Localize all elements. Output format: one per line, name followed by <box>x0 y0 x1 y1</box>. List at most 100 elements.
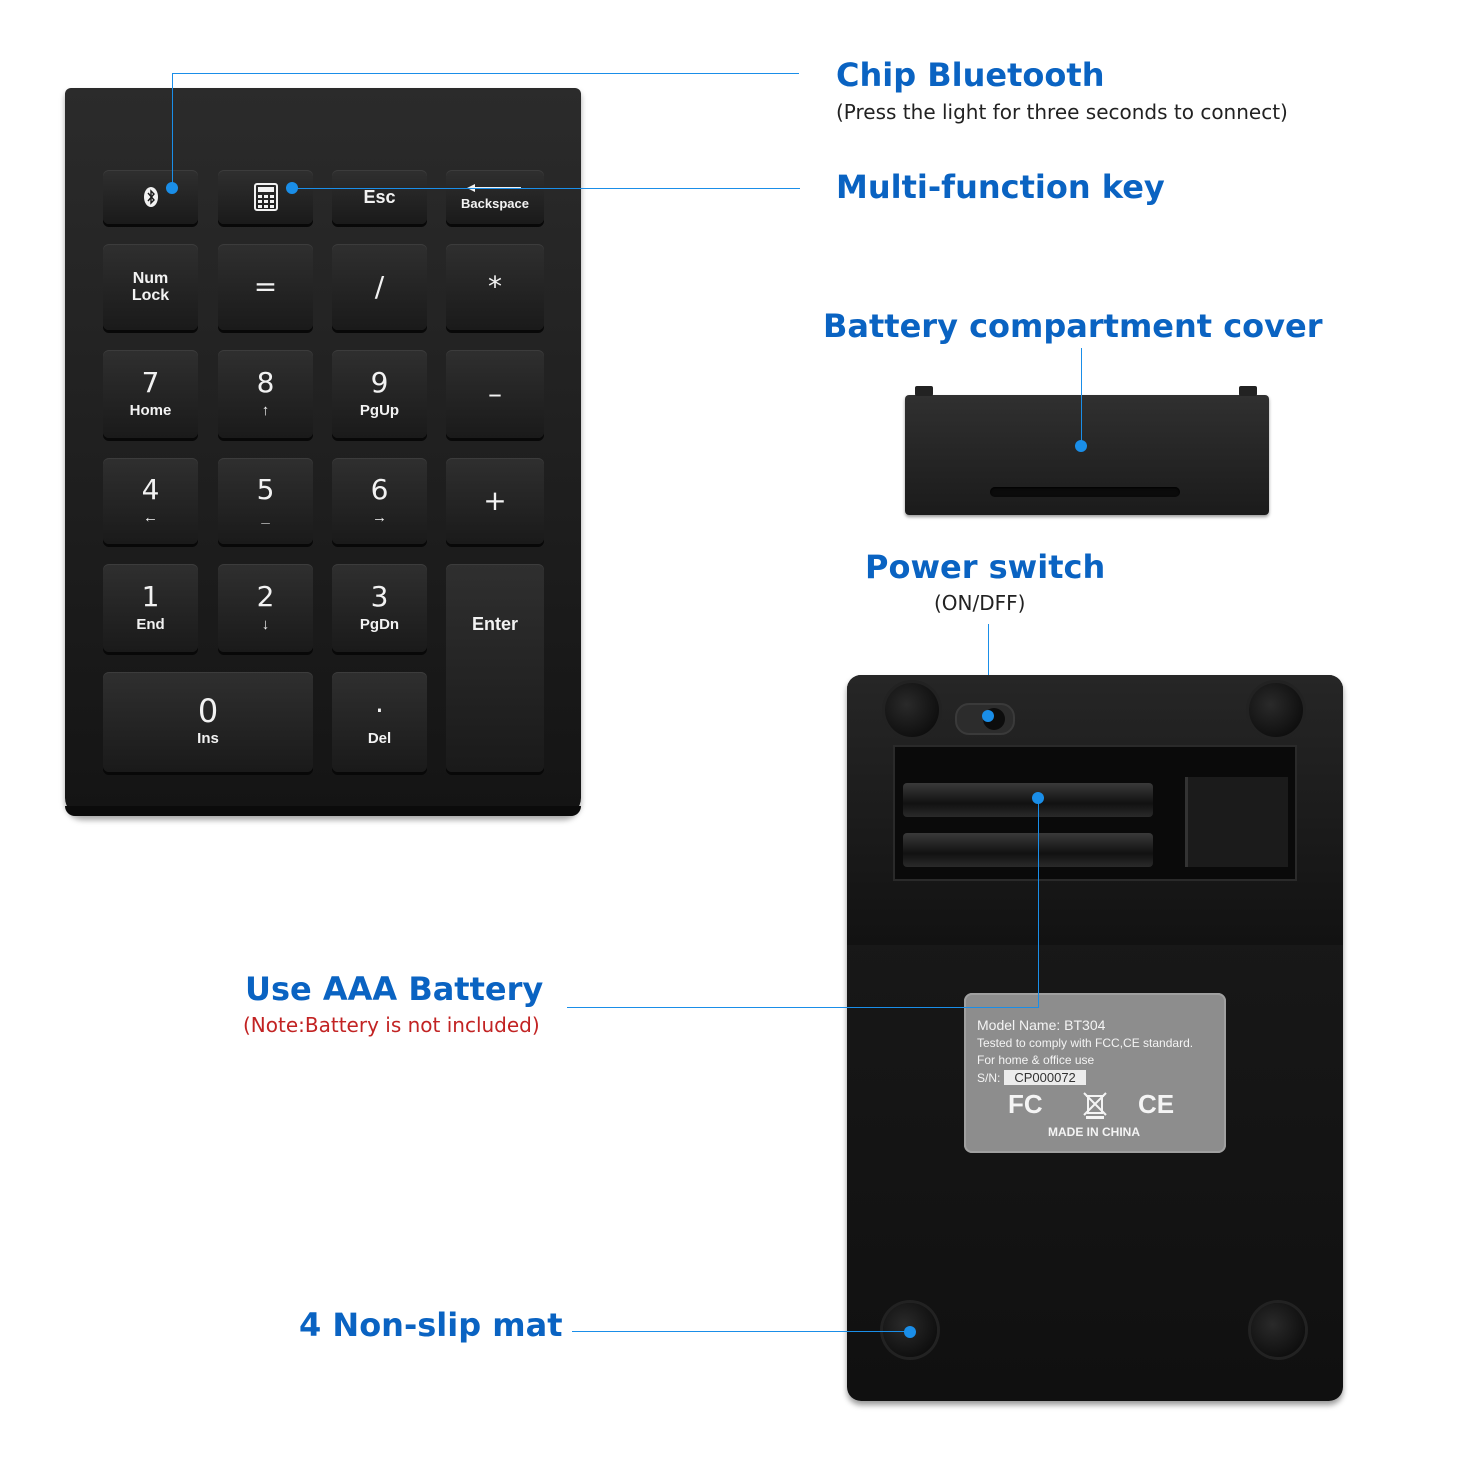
battery-bay <box>893 745 1297 881</box>
one-key-sublabel: End <box>136 616 165 633</box>
callout-line-power-switch <box>988 624 989 716</box>
nine-key[interactable]: 9 PgUp <box>332 350 427 438</box>
multifunction-title: Multi-function key <box>836 168 1165 206</box>
equals-key-label: = <box>253 270 278 303</box>
dot-key-label: · <box>375 694 384 727</box>
equals-key[interactable]: = <box>218 244 313 330</box>
five-key[interactable]: 5 _ <box>218 458 313 544</box>
seven-key-label: 7 <box>141 366 160 399</box>
callout-line-bluetooth <box>172 73 799 74</box>
callout-line-multifunction <box>292 188 800 189</box>
callout-line-bluetooth-vertical <box>172 73 173 189</box>
usage-text: For home & office use <box>977 1053 1095 1067</box>
numlock-line2: Lock <box>131 287 170 304</box>
backspace-key-label: Backspace <box>461 196 529 211</box>
calculator-key[interactable] <box>218 170 313 224</box>
aaa-battery-cell-1 <box>903 783 1153 817</box>
callout-dot-power-switch <box>982 710 994 722</box>
numlock-key[interactable]: Num Lock <box>103 244 198 330</box>
weee-bin-icon <box>1083 1092 1107 1119</box>
callout-dot-multifunction <box>286 182 298 194</box>
asterisk-key[interactable]: * <box>446 244 544 330</box>
five-key-label: 5 <box>256 473 275 506</box>
enter-key-label: Enter <box>471 614 518 634</box>
callout-line-nonslip <box>572 1331 910 1332</box>
slash-key[interactable]: / <box>332 244 427 330</box>
five-key-sublabel: _ <box>261 509 270 526</box>
one-key-label: 1 <box>141 580 160 613</box>
dot-key-sublabel: Del <box>367 730 392 747</box>
nine-key-sublabel: PgUp <box>359 402 400 419</box>
nonslip-title: 4 Non-slip mat <box>299 1306 563 1344</box>
cover-clip-right <box>1239 386 1257 396</box>
ce-mark-icon: CE <box>1138 1089 1175 1119</box>
plus-key[interactable]: + <box>446 458 544 544</box>
aaa-battery-title: Use AAA Battery <box>245 970 544 1008</box>
chip-bluetooth-title: Chip Bluetooth <box>836 56 1105 94</box>
calculator-icon <box>253 183 278 211</box>
nonslip-mat-top-left <box>885 683 939 737</box>
model-name-value: BT304 <box>1064 1017 1106 1033</box>
two-key[interactable]: 2 ↓ <box>218 564 313 652</box>
serial-value: CP000072 <box>1004 1070 1086 1085</box>
cover-clip-left <box>915 386 933 396</box>
cover-grip-slot <box>990 487 1180 497</box>
aaa-battery-note: (Note:Battery is not included) <box>243 1013 540 1037</box>
bluetooth-icon <box>143 187 158 207</box>
callout-line-battery-cover <box>1081 348 1082 444</box>
down-arrow-icon: ↓ <box>261 616 270 633</box>
one-key[interactable]: 1 End <box>103 564 198 652</box>
three-key-label: 3 <box>370 580 389 613</box>
zero-key[interactable]: 0 Ins <box>103 672 313 772</box>
asterisk-key-label: * <box>488 270 502 303</box>
eight-key-label: 8 <box>256 366 275 399</box>
six-key[interactable]: 6 → <box>332 458 427 544</box>
power-switch-note: (ON/DFF) <box>934 591 1026 615</box>
plus-key-label: + <box>483 484 507 517</box>
seven-key[interactable]: 7 Home <box>103 350 198 438</box>
keypad-back-view: Model Name: BT304 Tested to comply with … <box>847 675 1343 1401</box>
enter-key[interactable]: Enter <box>446 564 544 772</box>
up-arrow-icon: ↑ <box>261 402 270 419</box>
three-key-sublabel: PgDn <box>359 616 400 633</box>
nonslip-mat-top-right <box>1249 683 1303 737</box>
esc-key[interactable]: Esc <box>332 170 427 224</box>
six-key-label: 6 <box>370 473 389 506</box>
battery-compartment-cover <box>905 386 1269 515</box>
aaa-battery-cell-2 <box>903 833 1153 867</box>
serial-label: S/N: <box>977 1070 1001 1085</box>
four-key[interactable]: 4 ← <box>103 458 198 544</box>
model-name-label: Model Name <box>977 1017 1057 1033</box>
model-name-row: Model Name: BT304 <box>977 1017 1106 1033</box>
callout-dot-battery-cover <box>1075 440 1087 452</box>
minus-key[interactable]: – <box>446 350 544 438</box>
zero-key-sublabel: Ins <box>197 730 219 747</box>
bluetooth-key[interactable] <box>103 170 198 224</box>
right-arrow-icon: → <box>372 509 387 526</box>
serial-row: S/N: CP000072 <box>977 1070 1086 1085</box>
numeric-keypad: Esc Backspace Num Lock = / * 7 Home 8 ↑ … <box>65 88 581 816</box>
eight-key[interactable]: 8 ↑ <box>218 350 313 438</box>
callout-dot-nonslip <box>904 1326 916 1338</box>
receiver-slot <box>1185 777 1288 867</box>
chip-bluetooth-note: (Press the light for three seconds to co… <box>836 100 1288 124</box>
callout-dot-battery <box>1032 792 1044 804</box>
power-switch-title: Power switch <box>865 548 1106 586</box>
four-key-label: 4 <box>141 473 160 506</box>
zero-key-label: 0 <box>197 692 219 730</box>
callout-dot-bluetooth <box>166 182 178 194</box>
esc-key-label: Esc <box>363 186 396 207</box>
seven-key-sublabel: Home <box>129 402 172 419</box>
callout-line-battery <box>567 1007 1039 1008</box>
slash-key-label: / <box>374 270 385 303</box>
nonslip-mat-bottom-right <box>1251 1303 1305 1357</box>
three-key[interactable]: 3 PgDn <box>332 564 427 652</box>
compliance-text: Tested to comply with FCC,CE standard. <box>977 1036 1194 1050</box>
backspace-key[interactable]: Backspace <box>446 170 544 224</box>
fcc-mark-icon: FC <box>1008 1089 1043 1119</box>
product-label: Model Name: BT304 Tested to comply with … <box>964 993 1226 1153</box>
callout-line-battery-vertical <box>1038 798 1039 1008</box>
dot-key[interactable]: · Del <box>332 672 427 772</box>
minus-key-label: – <box>488 377 502 410</box>
two-key-label: 2 <box>256 580 275 613</box>
